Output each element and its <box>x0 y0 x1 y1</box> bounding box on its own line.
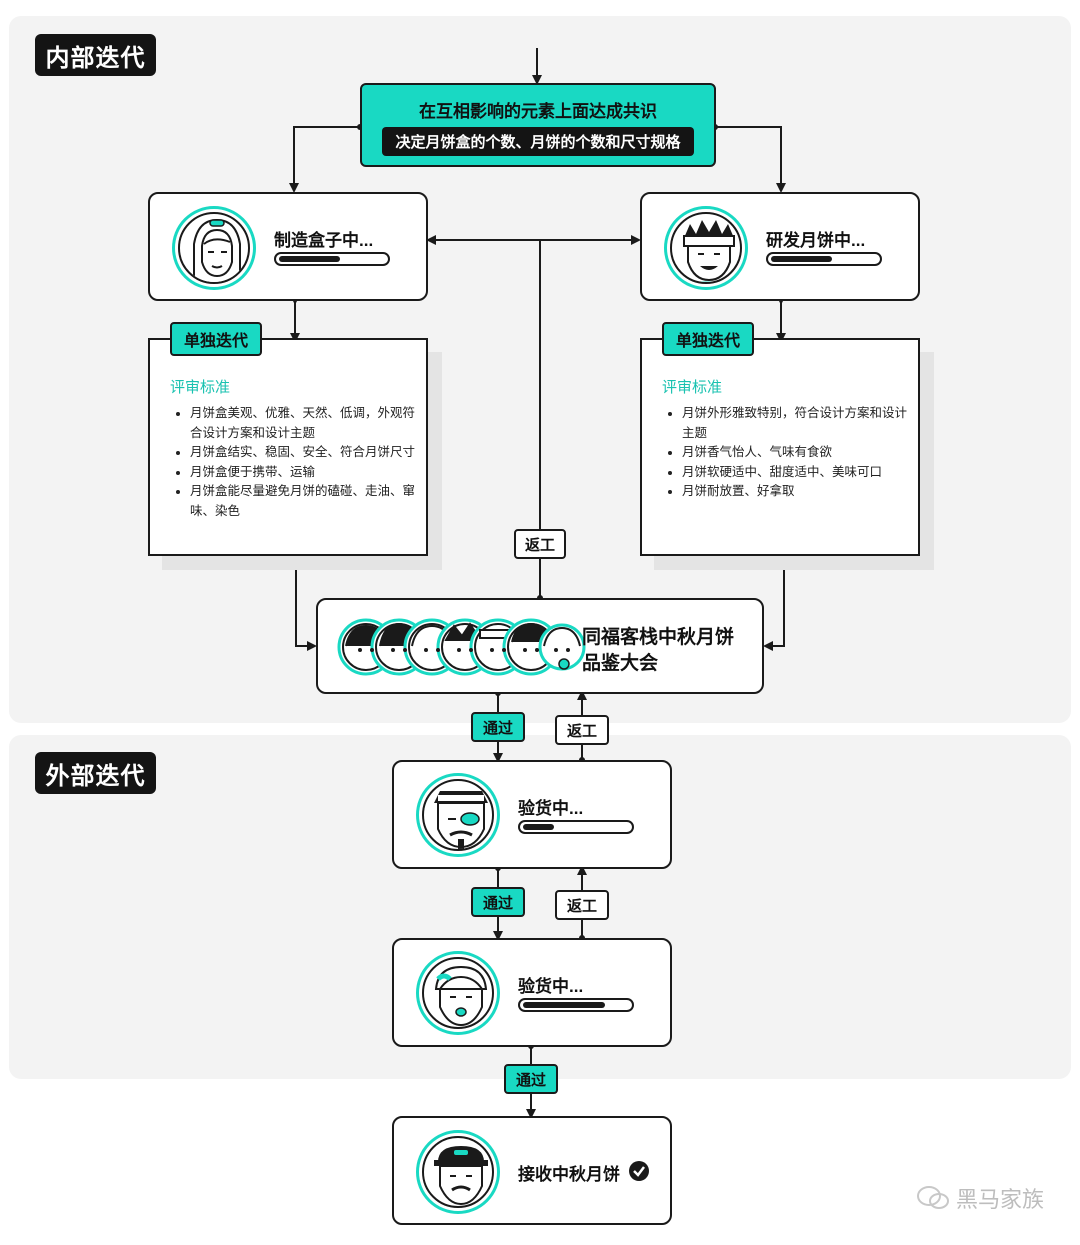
criteria-right-card: 评审标准 月饼外形雅致特别，符合设计方案和设计主题 月饼香气怡人、气味有食欲 月… <box>640 338 920 556</box>
inspection-1-progress-fill <box>523 824 554 830</box>
cake-maker-card: 研发月饼中... <box>640 192 920 301</box>
cake-maker-avatar <box>664 206 748 290</box>
external-iteration-tag: 外部迭代 <box>35 752 156 794</box>
tasting-title-line1: 同福客栈中秋月饼 <box>582 627 735 648</box>
consensus-box: 在互相影响的元素上面达成共识 决定月饼盒的个数、月饼的个数和尺寸规格 <box>360 83 716 167</box>
check-circle-icon <box>629 1161 649 1181</box>
box-maker-card: 制造盒子中... <box>148 192 428 301</box>
list-item: 月饼香气怡人、气味有食欲 <box>682 443 910 463</box>
rework-badge-main: 返工 <box>514 529 566 559</box>
box-maker-progress-fill <box>279 256 340 262</box>
consensus-title: 在互相影响的元素上面达成共识 <box>419 102 657 121</box>
consensus-subtitle: 决定月饼盒的个数、月饼的个数和尺寸规格 <box>382 127 694 156</box>
list-item: 月饼盒结实、稳固、安全、符合月饼尺寸 <box>190 443 418 463</box>
criteria-right-title: 评审标准 <box>662 379 723 396</box>
list-item: 月饼盒便于携带、运输 <box>190 463 418 483</box>
tasting-meeting-card: 同福客栈中秋月饼 品鉴大会 <box>316 598 764 694</box>
inspector-2-avatar <box>416 951 500 1035</box>
cake-maker-progress <box>766 252 882 266</box>
list-item: 月饼盒美观、优雅、天然、低调，外观符合设计方案和设计主题 <box>190 404 418 443</box>
receive-card: 接收中秋月饼 <box>392 1116 672 1225</box>
inspection-1-progress <box>518 820 634 834</box>
watermark-text: 黑马家族 <box>955 1187 1044 1212</box>
inspection-2-progress <box>518 998 634 1012</box>
box-maker-progress <box>274 252 390 266</box>
iterate-tag-right: 单独迭代 <box>662 322 754 356</box>
inspector-1-avatar <box>416 773 500 857</box>
list-item: 月饼外形雅致特别，符合设计方案和设计主题 <box>682 404 910 443</box>
inspection-card-2: 验货中... <box>392 938 672 1047</box>
inspection-2-progress-fill <box>523 1002 605 1008</box>
criteria-left-title: 评审标准 <box>170 379 231 396</box>
criteria-right-list: 月饼外形雅致特别，符合设计方案和设计主题 月饼香气怡人、气味有食欲 月饼软硬适中… <box>668 404 910 502</box>
box-maker-label: 制造盒子中... <box>274 231 374 250</box>
rework-badge-1: 返工 <box>555 715 609 745</box>
receive-label: 接收中秋月饼 <box>518 1165 620 1184</box>
criteria-left-card: 评审标准 月饼盒美观、优雅、天然、低调，外观符合设计方案和设计主题 月饼盒结实、… <box>148 338 428 556</box>
box-maker-avatar <box>172 206 256 290</box>
lady-face-icon <box>434 965 488 1027</box>
iterate-tag-left: 单独迭代 <box>170 322 262 356</box>
list-item: 月饼软硬适中、甜度适中、美味可口 <box>682 463 910 483</box>
criteria-left-list: 月饼盒美观、优雅、天然、低调，外观符合设计方案和设计主题 月饼盒结实、稳固、安全… <box>176 404 418 521</box>
rework-badge-2: 返工 <box>555 890 609 920</box>
pass-badge-2: 通过 <box>471 887 525 917</box>
wechat-icon <box>916 1186 949 1209</box>
crowd-faces-icon <box>337 618 586 676</box>
tasting-title-line2: 品鉴大会 <box>582 653 659 674</box>
inspection-card-1: 验货中... <box>392 760 672 869</box>
cake-maker-label: 研发月饼中... <box>766 231 866 250</box>
list-item: 月饼耐放置、好拿取 <box>682 482 910 502</box>
inspection-2-label: 验货中... <box>518 977 584 996</box>
pass-badge-3: 通过 <box>504 1064 558 1094</box>
chef-face-icon <box>683 220 735 282</box>
inspection-1-label: 验货中... <box>518 799 584 818</box>
watermark: 黑马家族 <box>916 1182 1044 1214</box>
cake-maker-progress-fill <box>771 256 832 262</box>
official-face-icon <box>434 791 488 849</box>
pass-badge-1: 通过 <box>471 712 525 742</box>
list-item: 月饼盒能尽量避免月饼的磕碰、走油、窜味、染色 <box>190 482 418 521</box>
girl-face-icon <box>193 218 241 282</box>
internal-iteration-tag: 内部迭代 <box>35 34 156 76</box>
receiver-avatar <box>416 1130 500 1214</box>
merchant-face-icon <box>434 1146 488 1206</box>
